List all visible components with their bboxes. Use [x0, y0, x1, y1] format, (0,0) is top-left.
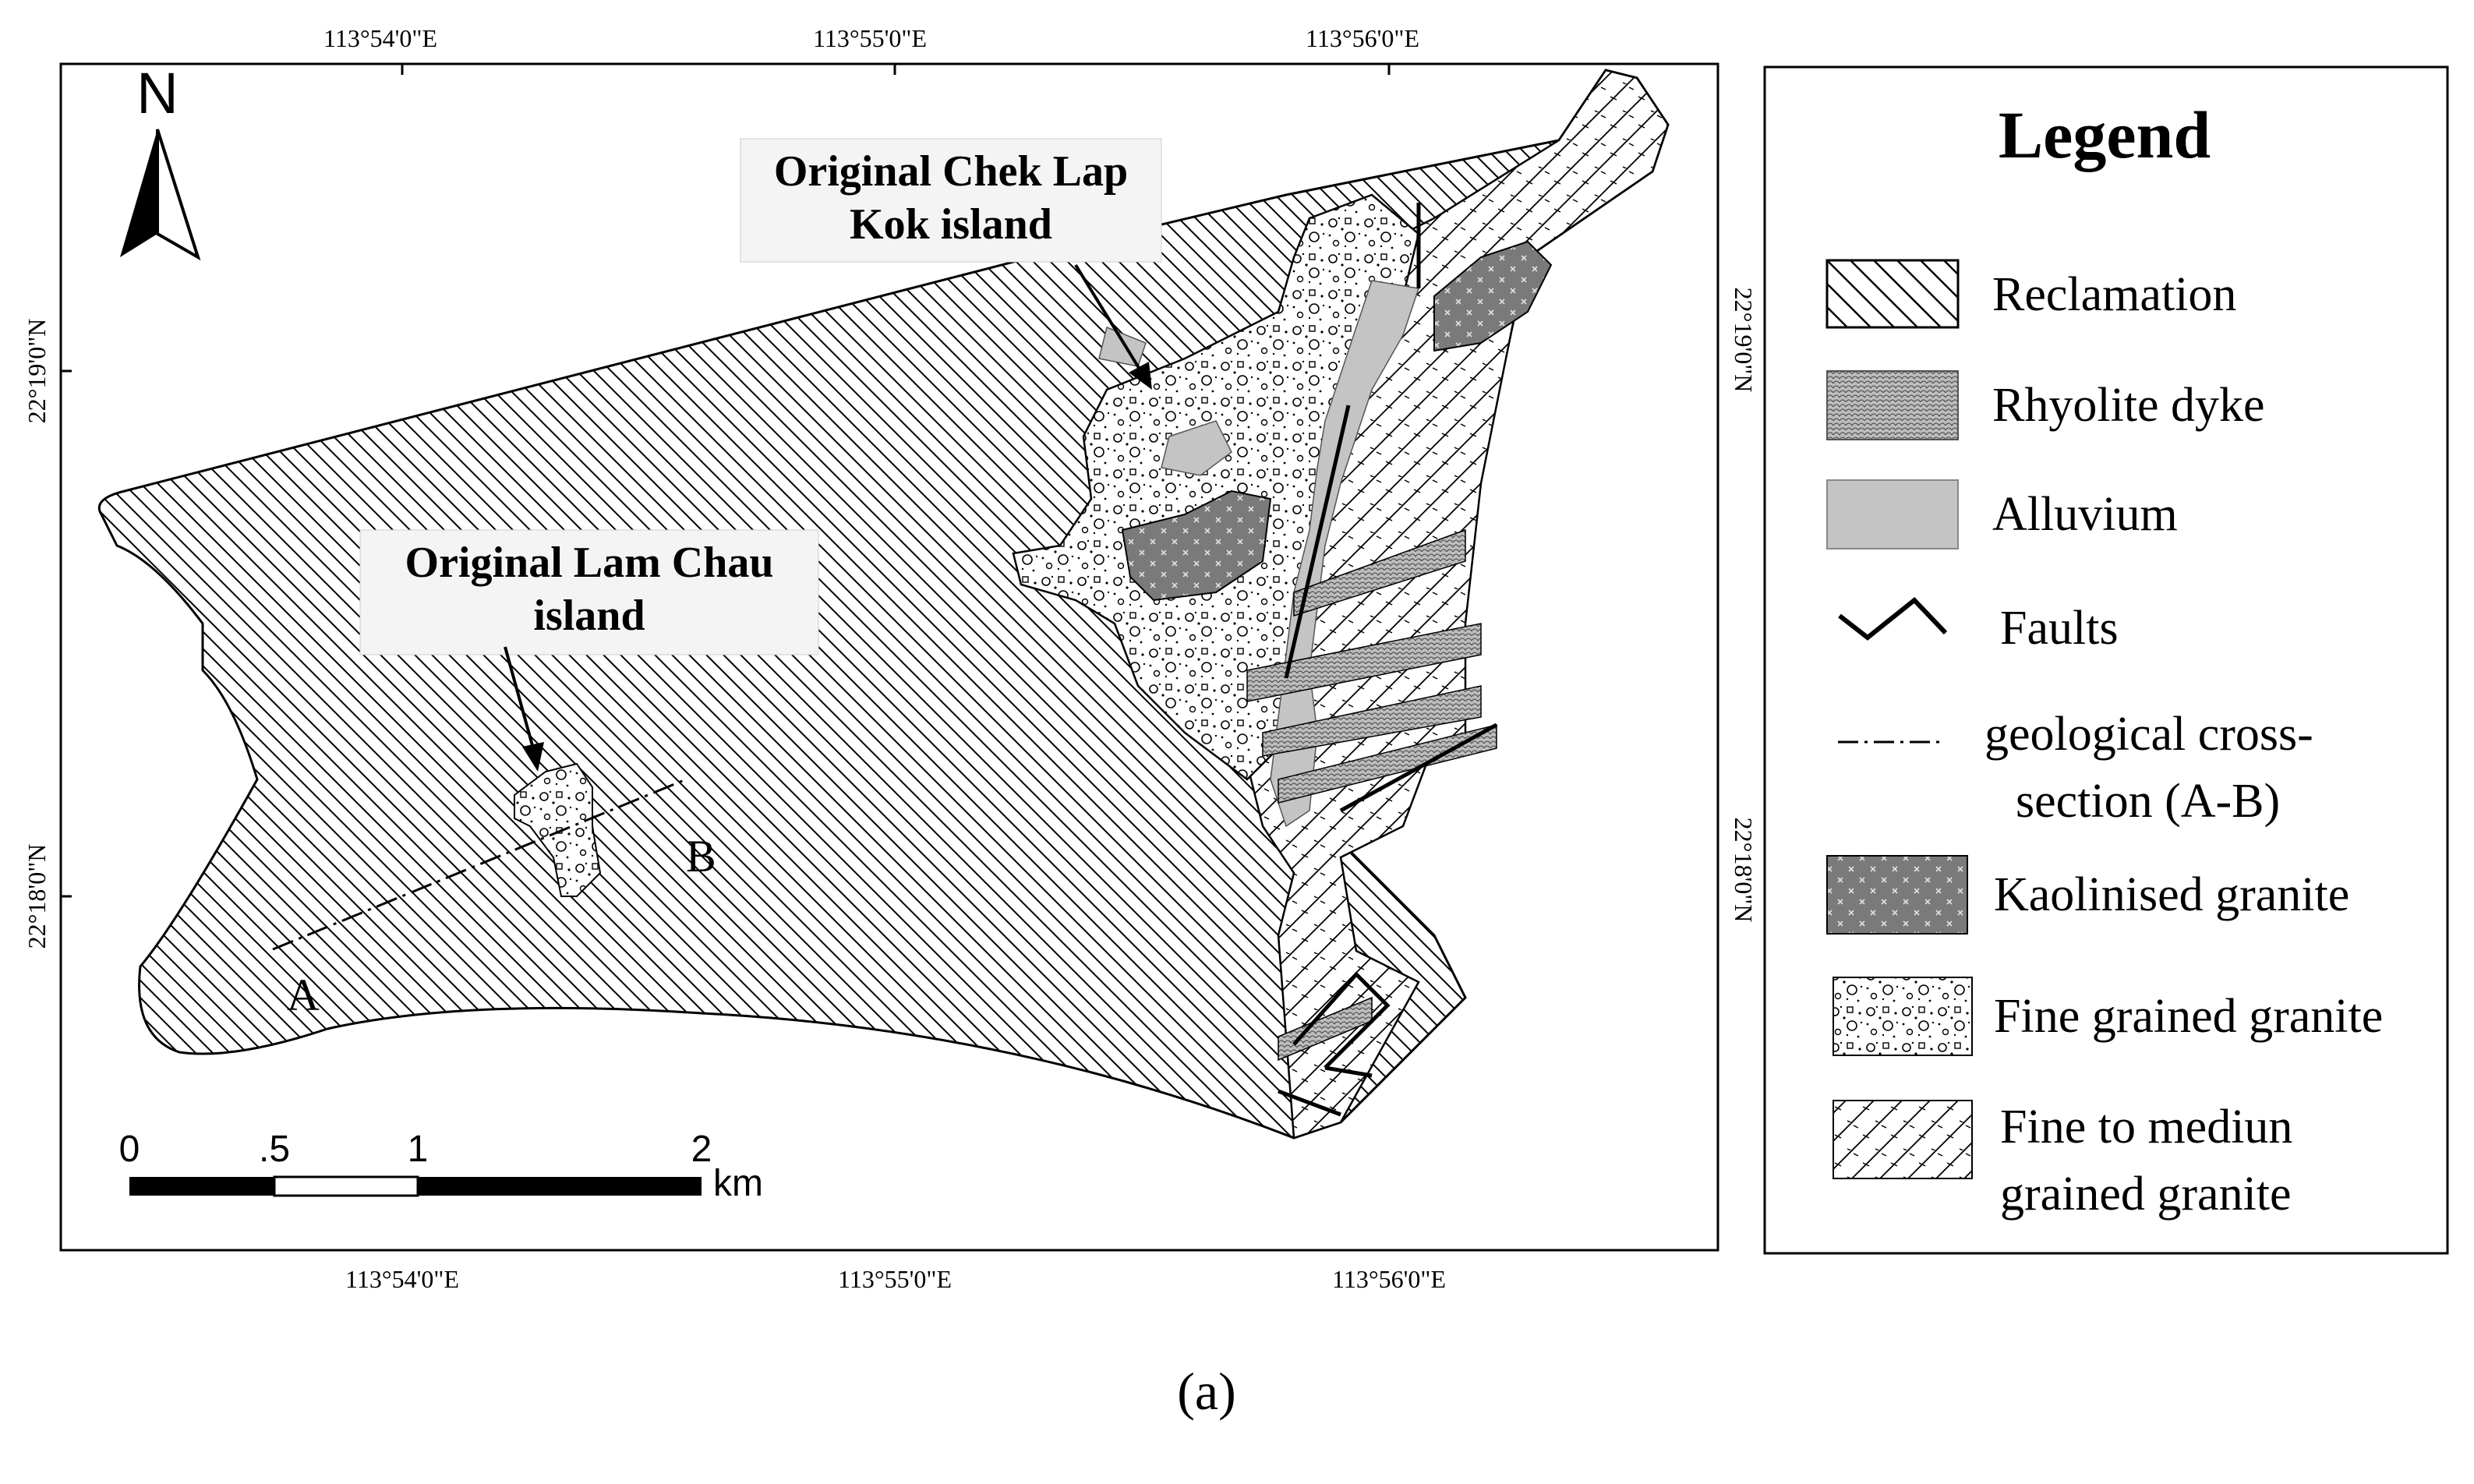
legend-label-rhyolite: Rhyolite dyke	[1992, 379, 2265, 432]
legend-label-section: section (A-B)	[2016, 775, 2280, 828]
scale-bar: 0 .5 1 2 km	[119, 1129, 763, 1204]
svg-text:Original Chek Lap: Original Chek Lap	[774, 147, 1128, 196]
svg-text:2: 2	[691, 1129, 712, 1170]
legend-swatch-fine	[1833, 977, 1973, 1056]
graticule-labels: 113°54'0"E 113°55'0"E 113°56'0"E 113°54'…	[23, 24, 1758, 1293]
legend-swatch-alluvium	[1826, 479, 1959, 549]
legend-swatch-fine-medium	[1833, 1100, 1973, 1179]
legend-label-section: geological cross-	[1985, 708, 2313, 761]
north-label: N	[136, 61, 178, 125]
kaolinised-granite-area	[1121, 489, 1272, 602]
right-latitude-label: 22°19'0"N	[1730, 288, 1758, 393]
legend-label-fine: Fine grained granite	[1994, 990, 2383, 1043]
north-arrow: N	[120, 61, 201, 261]
bottom-longitude-label: 113°55'0"E	[838, 1265, 952, 1293]
svg-text:island: island	[533, 592, 645, 640]
rhyolite-dyke	[1278, 724, 1497, 804]
legend-swatch-reclamation	[1825, 259, 1960, 329]
callout-chek-lap-kok: Original Chek Lap Kok island	[740, 138, 1162, 390]
legend-label-kaolinised: Kaolinised granite	[1994, 868, 2349, 921]
callout-lam-chau: Original Lam Chau island	[359, 529, 819, 772]
section-label-b: B	[686, 831, 716, 882]
legend-label-alluvium: Alluvium	[1992, 488, 2178, 541]
svg-text:Original Lam Chau: Original Lam Chau	[405, 539, 774, 587]
faults	[1278, 203, 1498, 1117]
left-latitude-label: 22°18'0"N	[23, 844, 51, 949]
legend-label-fine-medium: Fine to mediun	[2000, 1101, 2292, 1154]
svg-text:km: km	[713, 1163, 763, 1204]
lam-chau-island	[514, 762, 602, 897]
legend-swatch-rhyolite	[1826, 370, 1959, 440]
alluvium-area	[1161, 420, 1232, 476]
svg-text:.5: .5	[259, 1129, 290, 1170]
svg-text:0: 0	[119, 1129, 140, 1170]
legend-label-faults: Faults	[2000, 602, 2119, 655]
top-longitude-label: 113°54'0"E	[323, 24, 437, 52]
bottom-longitude-label: 113°54'0"E	[345, 1265, 459, 1293]
svg-text:Kok island: Kok island	[850, 200, 1052, 249]
legend-swatch-kaolinised	[1826, 855, 1968, 935]
right-latitude-label: 22°18'0"N	[1730, 818, 1758, 923]
top-longitude-label: 113°56'0"E	[1306, 24, 1419, 52]
top-longitude-label: 113°55'0"E	[813, 24, 927, 52]
left-latitude-label: 22°19'0"N	[23, 319, 51, 424]
legend-box	[1763, 65, 2449, 1255]
legend-label-fine-medium: grained granite	[2000, 1168, 2292, 1221]
svg-text:1: 1	[408, 1129, 429, 1170]
legend-label-reclamation: Reclamation	[1992, 268, 2236, 321]
rhyolite-dyke	[1293, 528, 1466, 617]
bottom-longitude-label: 113°56'0"E	[1332, 1265, 1446, 1293]
graticule-ticks	[61, 64, 1391, 898]
legend-title: Legend	[1999, 97, 2211, 172]
rhyolite-dyke	[1246, 623, 1482, 702]
section-label-a: A	[287, 970, 320, 1020]
legend-swatch-faults	[1838, 596, 1948, 641]
rhyolite-dyke	[1262, 685, 1482, 757]
figure-caption: (a)	[1177, 1362, 1235, 1421]
kaolinised-granite-area	[1433, 240, 1553, 352]
